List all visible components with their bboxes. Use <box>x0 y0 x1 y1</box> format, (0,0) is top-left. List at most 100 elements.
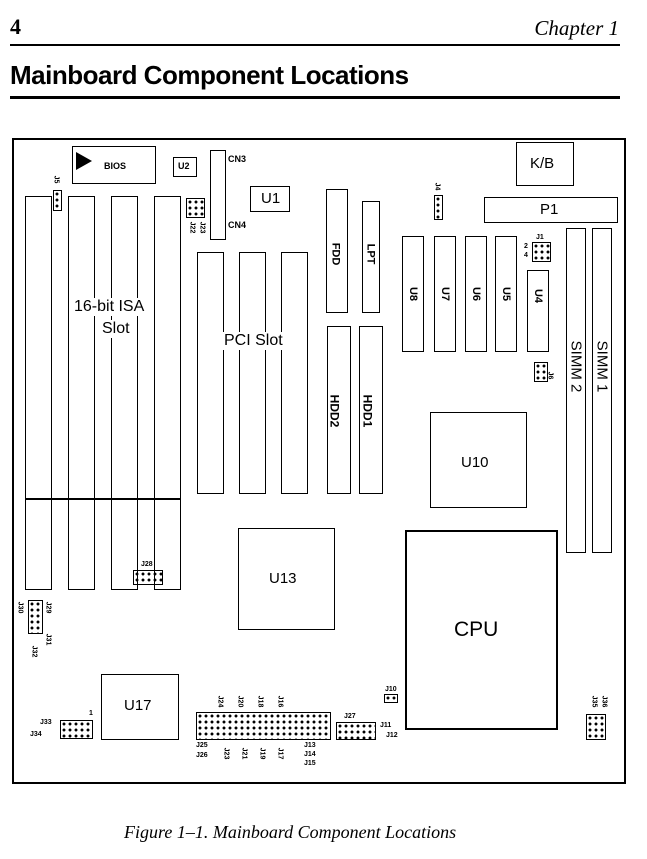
u6-label: U6 <box>470 286 483 302</box>
j20-label: J20 <box>236 695 244 708</box>
j5-jumper <box>53 190 62 211</box>
u5-chip <box>495 236 517 352</box>
j4-jumper <box>434 195 443 220</box>
lpt-label: LPT <box>364 243 377 265</box>
kb-label: K/B <box>530 155 555 172</box>
bios-triangle-icon <box>76 152 92 170</box>
j12-label: J12 <box>386 732 398 739</box>
cn3-label: CN3 <box>228 154 247 164</box>
isa-slot-label-line1: 16-bit ISA <box>72 298 147 316</box>
cn4-label: CN4 <box>228 220 247 230</box>
lpt-connector <box>362 201 380 313</box>
j1-label: J1 <box>536 234 544 241</box>
j13-label: J13 <box>304 742 316 749</box>
j25-label: J25 <box>196 742 208 749</box>
j28-label: J28 <box>141 561 153 568</box>
u13-label: U13 <box>269 570 297 587</box>
header-rule <box>10 44 620 46</box>
j1-pin4: 4 <box>524 252 528 259</box>
p1-label: P1 <box>540 201 559 218</box>
title-rule <box>10 96 620 99</box>
simm2-slot <box>566 228 586 553</box>
j17-label: J17 <box>276 747 284 760</box>
j22-label: J22 <box>188 221 196 234</box>
j33-pin1: 1 <box>89 710 93 717</box>
isa-slot-2 <box>68 196 95 590</box>
simm1-label: SIMM 1 <box>593 340 611 393</box>
u17-label: U17 <box>124 697 152 714</box>
bios-label: BIOS <box>104 161 127 171</box>
j10-jumper <box>384 694 398 703</box>
j33-j34-headers <box>60 720 93 739</box>
u2-label: U2 <box>178 161 190 171</box>
isa-slot-label-line2: Slot <box>100 320 132 338</box>
page-number: 4 <box>10 14 21 39</box>
j23b-label: J23 <box>222 747 230 760</box>
simm1-slot <box>592 228 612 553</box>
j26-label: J26 <box>196 752 208 759</box>
u2-chip <box>173 157 197 177</box>
j30-label: J30 <box>16 601 24 614</box>
j14-label: J14 <box>304 751 316 758</box>
isa-slot-3 <box>111 196 138 590</box>
isa-slot-4 <box>154 196 181 590</box>
fdd-label: FDD <box>329 242 342 266</box>
hdd2-label: HDD2 <box>327 394 342 428</box>
p1-connector <box>484 197 618 223</box>
j4-label: J4 <box>433 182 441 191</box>
u4-chip <box>527 270 549 352</box>
cpu-socket <box>405 530 558 730</box>
j15-label: J15 <box>304 760 316 767</box>
j19-label: J19 <box>258 747 266 760</box>
j32-label: J32 <box>30 645 38 658</box>
j5-label: J5 <box>52 175 60 184</box>
j6-label: J6 <box>546 371 554 380</box>
page-title: Mainboard Component Locations <box>10 60 409 90</box>
u10-label: U10 <box>461 454 489 471</box>
j34-label: J34 <box>30 731 42 738</box>
j11-label: J11 <box>380 722 392 729</box>
j24-label: J24 <box>216 695 224 708</box>
j23-label: J23 <box>198 221 206 234</box>
j27-label: J27 <box>344 713 356 720</box>
j35-label: J35 <box>590 695 598 708</box>
hdd1-connector <box>359 326 383 494</box>
fdd-connector <box>326 189 348 313</box>
isa-divider <box>25 498 181 500</box>
u4-label: U4 <box>532 288 545 304</box>
j18-label: J18 <box>256 695 264 708</box>
j1-jumper <box>532 242 551 262</box>
u5-label: U5 <box>500 286 513 302</box>
u10-chip <box>430 412 527 508</box>
u13-chip <box>238 528 335 630</box>
u1-chip <box>250 186 290 212</box>
pci-slot-2 <box>239 252 266 494</box>
u7-label: U7 <box>439 286 452 302</box>
j29-j32-jumpers <box>28 600 43 634</box>
u7-chip <box>434 236 456 352</box>
j28-jumper <box>133 570 163 585</box>
j31-label: J31 <box>44 633 52 646</box>
cpu-label: CPU <box>454 618 499 641</box>
j10-label: J10 <box>385 686 397 693</box>
u1-label: U1 <box>261 190 281 207</box>
j1-pin2: 2 <box>524 243 528 250</box>
pci-slot-3 <box>281 252 308 494</box>
pci-slot-label: PCI Slot <box>222 332 285 350</box>
j29-label: J29 <box>44 601 52 614</box>
u8-label: U8 <box>407 286 420 302</box>
u17-chip <box>101 674 179 740</box>
simm2-label: SIMM 2 <box>567 340 585 393</box>
hdd2-connector <box>327 326 351 494</box>
j36-label: J36 <box>600 695 608 708</box>
cn-connector <box>210 150 226 240</box>
j16-label: J16 <box>276 695 284 708</box>
j22-jumper <box>186 198 205 218</box>
u8-chip <box>402 236 424 352</box>
hdd1-label: HDD1 <box>360 394 375 428</box>
j11-j12-headers <box>336 722 376 740</box>
figure-caption: Figure 1–1. Mainboard Component Location… <box>124 822 457 842</box>
j35-j36-jumpers <box>586 714 606 740</box>
u6-chip <box>465 236 487 352</box>
keyboard-connector <box>516 142 574 186</box>
